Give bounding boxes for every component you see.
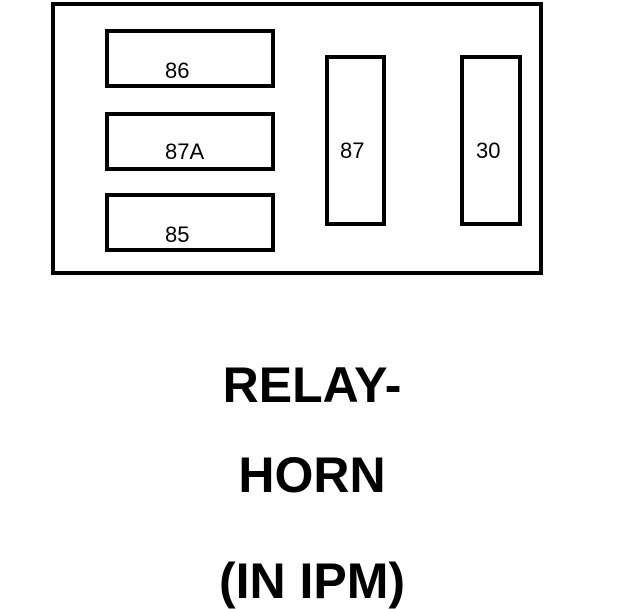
terminal-85 <box>105 193 275 252</box>
terminal-87a-label: 87A <box>165 139 205 164</box>
terminal-86-label: 86 <box>165 58 190 83</box>
caption-line-2: HORN <box>238 447 386 503</box>
terminal-87-label: 87 <box>340 138 365 163</box>
terminal-30-label: 30 <box>476 138 501 163</box>
relay-body <box>51 2 543 275</box>
caption-line-1: RELAY- <box>222 357 402 413</box>
terminal-30 <box>460 55 522 226</box>
terminal-85-label: 85 <box>165 222 190 247</box>
terminal-87 <box>325 55 386 226</box>
caption-line-3: (IN IPM) <box>218 553 406 609</box>
terminal-86 <box>105 29 275 88</box>
terminal-87a <box>105 112 275 171</box>
